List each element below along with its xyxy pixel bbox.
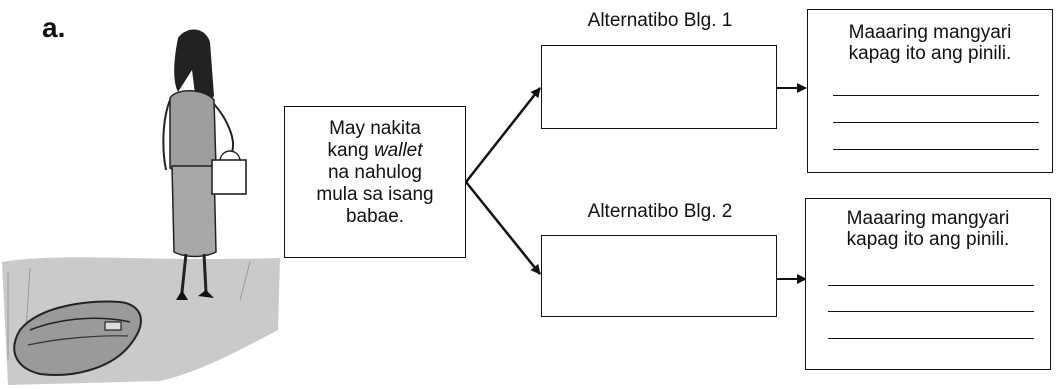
scenario-italic-word: wallet — [373, 140, 423, 161]
answer-line-1-2[interactable] — [833, 122, 1039, 123]
result-2-line-2: kapag ito ang pinili. — [846, 229, 1010, 250]
alternative-1-box[interactable] — [541, 45, 777, 129]
alternative-2-box[interactable] — [541, 235, 777, 317]
scenario-line-2-prefix: kang — [327, 140, 374, 161]
result-1-box: Maaaring mangyari kapag ito ang pinili. — [807, 9, 1053, 173]
scenario-line-2: kang wallet — [285, 140, 465, 162]
arrow-to-alt-2 — [465, 181, 541, 275]
scenario-box: May nakita kang wallet na nahulog mula s… — [284, 106, 466, 258]
alternative-2-heading: Alternatibo Blg. 2 — [587, 201, 733, 222]
result-2-line-1: Maaaring mangyari — [846, 208, 1010, 229]
woman-and-wallet-illustration — [2, 29, 280, 385]
item-letter: a. — [42, 12, 66, 43]
woman-figure — [162, 29, 247, 300]
answer-line-1-1[interactable] — [833, 95, 1039, 96]
answer-line-2-3[interactable] — [828, 338, 1034, 339]
arrow-to-alt-1 — [465, 87, 541, 183]
scenario-line-3: na nahulog — [327, 162, 423, 183]
result-2-box: Maaaring mangyari kapag ito ang pinili. — [805, 198, 1051, 370]
alternative-1-heading: Alternatibo Blg. 1 — [587, 10, 733, 31]
scenario-line-5: babae. — [345, 206, 405, 227]
result-1-line-1: Maaaring mangyari — [848, 22, 1012, 43]
answer-line-1-3[interactable] — [833, 149, 1039, 150]
answer-line-2-1[interactable] — [828, 285, 1034, 286]
answer-line-2-2[interactable] — [828, 311, 1034, 312]
result-1-line-2: kapag ito ang pinili. — [848, 43, 1012, 64]
wallet-icon — [13, 300, 142, 376]
scenario-line-1: May nakita — [329, 118, 421, 139]
scenario-line-4: mula sa isang — [316, 184, 434, 205]
